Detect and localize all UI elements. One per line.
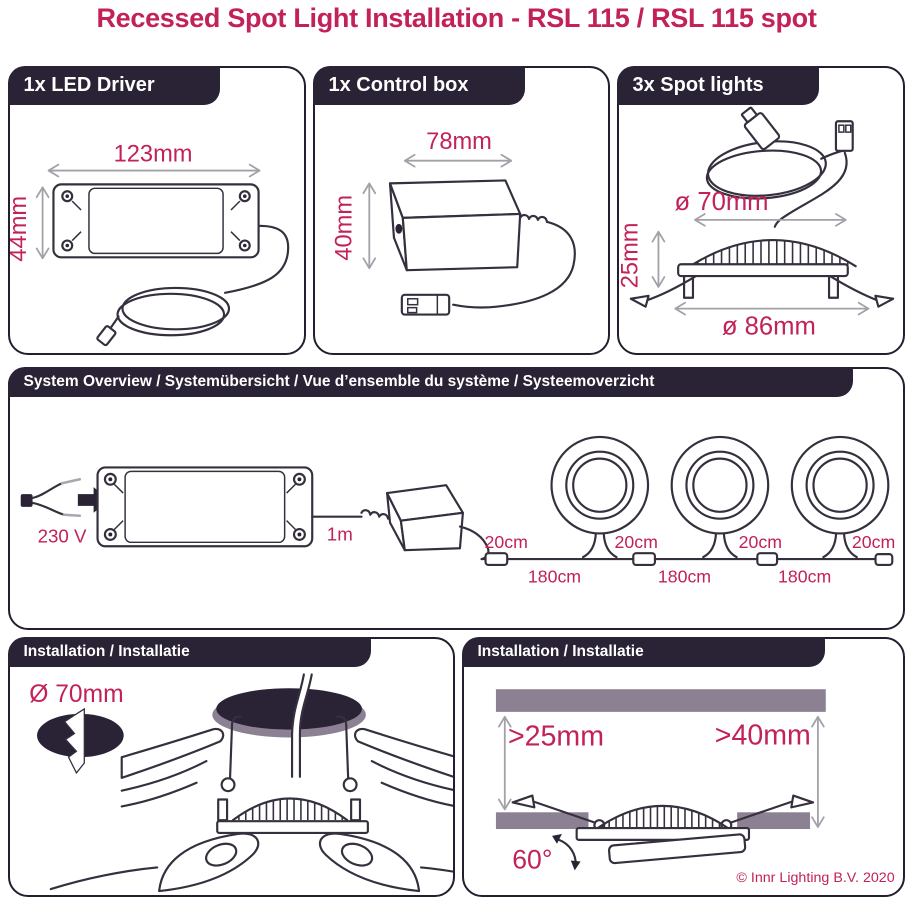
driver-cable-length-label: 1m bbox=[327, 523, 353, 544]
panel-installation-cutout: Ø 70mm bbox=[7, 636, 455, 897]
cable-connector bbox=[874, 553, 894, 567]
spot-height-label: 25mm bbox=[619, 223, 644, 289]
spring-clip bbox=[828, 274, 895, 308]
page-title: Recessed Spot Light Installation - RSL 1… bbox=[96, 3, 817, 33]
mains-wires bbox=[20, 478, 82, 518]
driver-width-label: 123mm bbox=[114, 142, 193, 168]
spot-light-drawing bbox=[216, 797, 369, 835]
spot-light-top-view bbox=[790, 435, 890, 559]
ceiling-panel-right bbox=[737, 812, 811, 830]
panel-header-spot-lights: 3x Spot lights bbox=[616, 65, 819, 105]
installation-cutout-diagram: Ø 70mm bbox=[29, 673, 453, 893]
panel-header-control-box: 1x Control box bbox=[312, 65, 525, 105]
cable-connector bbox=[400, 293, 451, 316]
ceiling-hole bbox=[212, 688, 366, 738]
spot-cutout-label: ø 70mm bbox=[675, 188, 769, 216]
recess-depth-dimension: >40mm bbox=[715, 715, 825, 828]
spring-clip bbox=[629, 274, 698, 308]
spot-lights-diagram: ø 70mm 25mm bbox=[619, 106, 895, 340]
led-driver-drawing bbox=[96, 466, 314, 548]
installation-clearance-diagram: >25mm >40mm bbox=[495, 689, 895, 886]
width-dimension: 123mm bbox=[47, 142, 261, 178]
spur-length-label: 20cm bbox=[739, 532, 782, 552]
panel-installation-clearance: >25mm >40mm bbox=[461, 636, 905, 897]
hole-diameter-label: Ø 70mm bbox=[29, 681, 123, 708]
screw-icon bbox=[61, 190, 251, 252]
spot-light-top-view bbox=[550, 435, 650, 559]
spur-length-label: 20cm bbox=[615, 532, 658, 552]
cable-plug bbox=[740, 106, 781, 151]
swivel-angle-label: 60° bbox=[512, 844, 552, 874]
control-height-label: 40mm bbox=[332, 195, 358, 261]
panel-header-system-overview: System Overview / Systemübersicht / Vue … bbox=[7, 366, 853, 397]
height-dimension: 25mm bbox=[619, 223, 666, 289]
control-width-label: 78mm bbox=[426, 129, 492, 155]
cable-connector bbox=[834, 120, 854, 152]
height-dimension: 44mm bbox=[10, 186, 50, 262]
tilted-lens bbox=[607, 833, 747, 865]
swivel-angle: 60° bbox=[512, 833, 581, 874]
led-driver-drawing bbox=[52, 183, 290, 347]
mains-voltage-label: 230 V bbox=[38, 525, 87, 546]
panel-header-installation-cutout: Installation / Installatie bbox=[7, 636, 371, 667]
outer-diameter-dimension: ø 86mm bbox=[674, 301, 870, 340]
copyright-notice: © Innr Lighting B.V. 2020 bbox=[736, 870, 894, 886]
panel-led-driver: 123mm 44mm bbox=[7, 65, 306, 355]
spur-length-label: 20cm bbox=[852, 532, 895, 552]
right-hand bbox=[318, 715, 453, 893]
spur-length-label: 20cm bbox=[485, 532, 528, 552]
recess-height-dimension: >25mm bbox=[497, 715, 604, 811]
cutting-hole-icon bbox=[37, 707, 124, 775]
panel-header-installation-clearance: Installation / Installatie bbox=[461, 636, 825, 667]
cutout-diameter-dimension: ø 70mm bbox=[675, 188, 847, 227]
control-box-drawing bbox=[360, 484, 464, 552]
panel-control-box: 78mm 40mm bbox=[312, 65, 610, 355]
spot-outer-label: ø 86mm bbox=[722, 312, 816, 340]
run-length-label: 180cm bbox=[658, 567, 711, 587]
ceiling-slab bbox=[495, 689, 826, 712]
run-length-label: 180cm bbox=[778, 567, 831, 587]
cable-connector bbox=[484, 552, 509, 567]
led-driver-diagram: 123mm 44mm bbox=[10, 142, 290, 347]
recess-depth-label: >40mm bbox=[715, 719, 811, 751]
spot-light-top-view bbox=[670, 435, 770, 559]
height-dimension: 40mm bbox=[332, 182, 377, 270]
cable-connector bbox=[632, 552, 657, 567]
panel-spot-lights: ø 70mm 25mm bbox=[616, 65, 905, 355]
control-box-drawing bbox=[388, 179, 576, 316]
cable bbox=[290, 673, 313, 778]
width-dimension: 78mm bbox=[403, 129, 513, 168]
panel-header-led-driver: 1x LED Driver bbox=[7, 65, 220, 105]
ceiling-panel-left bbox=[495, 812, 589, 830]
recess-height-label: >25mm bbox=[508, 720, 604, 752]
run-length-label: 180cm bbox=[528, 567, 581, 587]
driver-height-label: 44mm bbox=[10, 196, 32, 262]
panel-system-overview: 230 V 1m bbox=[7, 366, 905, 630]
spot-cable-drawing bbox=[705, 106, 854, 228]
spot-light-drawing bbox=[629, 238, 895, 308]
control-box-diagram: 78mm 40mm bbox=[332, 129, 576, 316]
system-overview-diagram: 230 V 1m bbox=[20, 435, 895, 587]
cable-connector bbox=[756, 552, 779, 567]
